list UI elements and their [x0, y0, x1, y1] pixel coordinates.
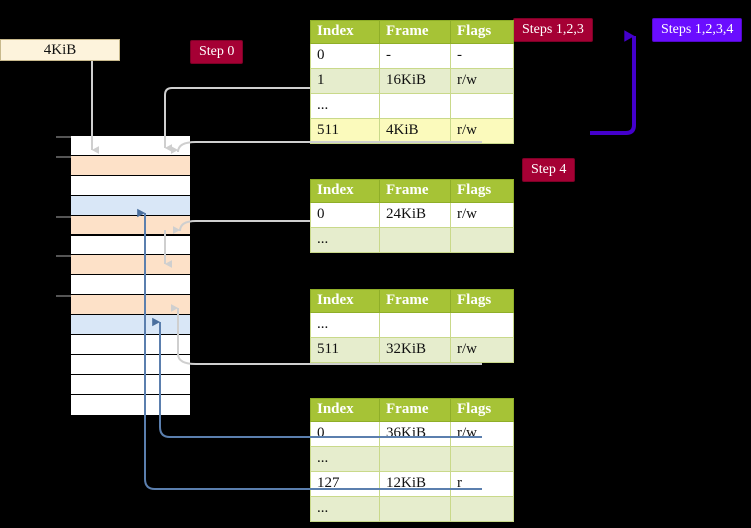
cell-index: 511 — [310, 337, 380, 363]
column-header-frame: Frame — [379, 179, 451, 203]
cell-index: 0 — [310, 43, 380, 69]
column-header-index: Index — [310, 398, 380, 422]
cell-frame: 4KiB — [379, 118, 451, 144]
connector-l0-row1 — [164, 87, 310, 152]
cell-index: ... — [310, 227, 380, 253]
memory-frame-row — [71, 235, 190, 256]
table-row: 0-- — [310, 43, 514, 69]
column-header-flags: Flags — [450, 398, 514, 422]
memory-frame-tick — [56, 255, 71, 258]
cell-flags: r/w — [450, 118, 514, 144]
size-label-4kib: 4KiB — [0, 39, 120, 61]
cell-flags — [450, 496, 514, 522]
table-row: ... — [310, 93, 514, 119]
badge-steps-1-2-3-4: Steps 1,2,3,4 — [652, 18, 743, 42]
connector-l0-row511 — [171, 141, 482, 154]
cell-frame — [379, 93, 451, 119]
cell-flags: r/w — [450, 337, 514, 363]
cell-flags — [450, 446, 514, 472]
cell-frame: 16KiB — [379, 68, 451, 94]
connector-l1-row0 — [173, 220, 310, 234]
memory-frame-tick — [56, 215, 71, 218]
badge-steps-1-2-3: Steps 1,2,3 — [513, 18, 593, 42]
badge-step-0: Step 0 — [190, 40, 244, 64]
connector-violet-loop — [590, 30, 636, 135]
memory-frame-row — [71, 275, 190, 296]
column-header-index: Index — [310, 289, 380, 313]
memory-frame-tick — [56, 295, 71, 298]
memory-frame-row — [71, 155, 190, 176]
cell-frame — [379, 496, 451, 522]
connector-l3-row127 — [137, 208, 482, 490]
memory-frame-row — [71, 255, 190, 276]
memory-frame-tick — [56, 155, 71, 158]
memory-frame-row — [71, 215, 190, 236]
cell-flags — [450, 227, 514, 253]
physical-memory-column — [56, 135, 191, 415]
cell-flags: r/w — [450, 202, 514, 228]
memory-frame-tick — [56, 136, 71, 138]
table-row: ... — [310, 496, 514, 522]
connector-l3-row0 — [152, 317, 482, 438]
cell-flags: r/w — [450, 68, 514, 94]
memory-frame-row — [71, 295, 190, 316]
cell-frame: 32KiB — [379, 337, 451, 363]
cell-frame: 36KiB — [379, 421, 451, 447]
cell-frame — [379, 227, 451, 253]
cell-frame — [379, 312, 451, 338]
table-row: ... — [310, 312, 514, 338]
badge-step-4: Step 4 — [522, 158, 576, 182]
cell-flags — [450, 312, 514, 338]
column-header-frame: Frame — [379, 398, 451, 422]
connector-l2-row511 — [171, 304, 482, 365]
table-row: ... — [310, 227, 514, 253]
column-header-flags: Flags — [450, 179, 514, 203]
cell-index: 127 — [310, 471, 380, 497]
table-row: ... — [310, 446, 514, 472]
memory-frame-row — [71, 136, 190, 156]
memory-frame-row — [71, 195, 190, 216]
memory-frame-row — [71, 175, 190, 196]
cell-frame — [379, 446, 451, 472]
column-header-flags: Flags — [450, 20, 514, 44]
